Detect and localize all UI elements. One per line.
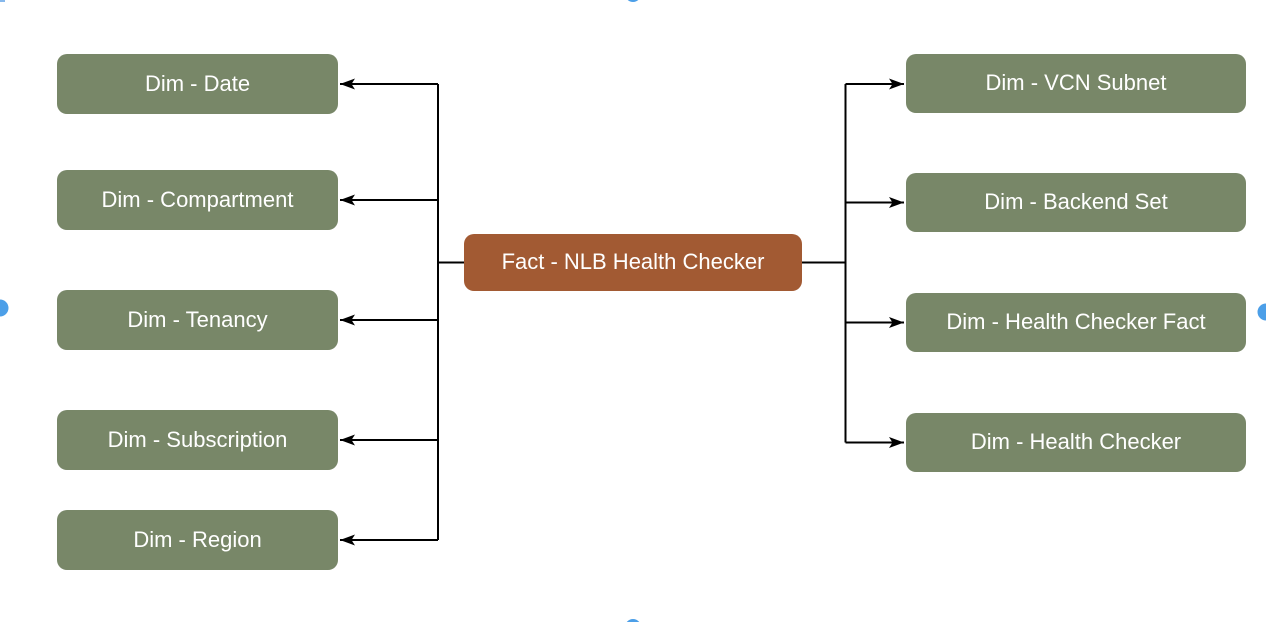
dim-node-compartment[interactable]: Dim - Compartment	[57, 170, 338, 230]
fact-node-nlb-health-checker[interactable]: Fact - NLB Health Checker	[464, 234, 802, 291]
dim-node-health-checker-label: Dim - Health Checker	[970, 429, 1182, 455]
canvas-connection-dot-top[interactable]	[625, 0, 641, 2]
dim-node-region[interactable]: Dim - Region	[57, 510, 338, 570]
canvas-connection-dot-left[interactable]	[0, 299, 9, 317]
fact-node-label: Fact - NLB Health Checker	[501, 249, 765, 275]
dim-node-subscription[interactable]: Dim - Subscription	[57, 410, 338, 470]
canvas-connection-dot-right[interactable]	[1257, 303, 1266, 321]
dim-node-region-label: Dim - Region	[133, 526, 262, 552]
dim-node-health-checker-fact[interactable]: Dim - Health Checker Fact	[906, 293, 1246, 352]
dim-node-compartment-label: Dim - Compartment	[101, 186, 294, 212]
dim-node-vcn-subnet[interactable]: Dim - VCN Subnet	[906, 54, 1246, 113]
dim-node-date[interactable]: Dim - Date	[57, 54, 338, 114]
dim-node-vcn-subnet-label: Dim - VCN Subnet	[985, 70, 1167, 96]
dim-node-health-checker[interactable]: Dim - Health Checker	[906, 413, 1246, 472]
dim-node-backend-set[interactable]: Dim - Backend Set	[906, 173, 1246, 232]
dim-node-tenancy-label: Dim - Tenancy	[127, 306, 268, 332]
dim-node-tenancy[interactable]: Dim - Tenancy	[57, 290, 338, 350]
dim-node-health-checker-fact-label: Dim - Health Checker Fact	[946, 309, 1206, 335]
dim-node-date-label: Dim - Date	[144, 70, 251, 96]
screen-edge-artifact	[0, 0, 5, 2]
dim-node-subscription-label: Dim - Subscription	[107, 426, 288, 452]
dim-node-backend-set-label: Dim - Backend Set	[984, 189, 1168, 215]
